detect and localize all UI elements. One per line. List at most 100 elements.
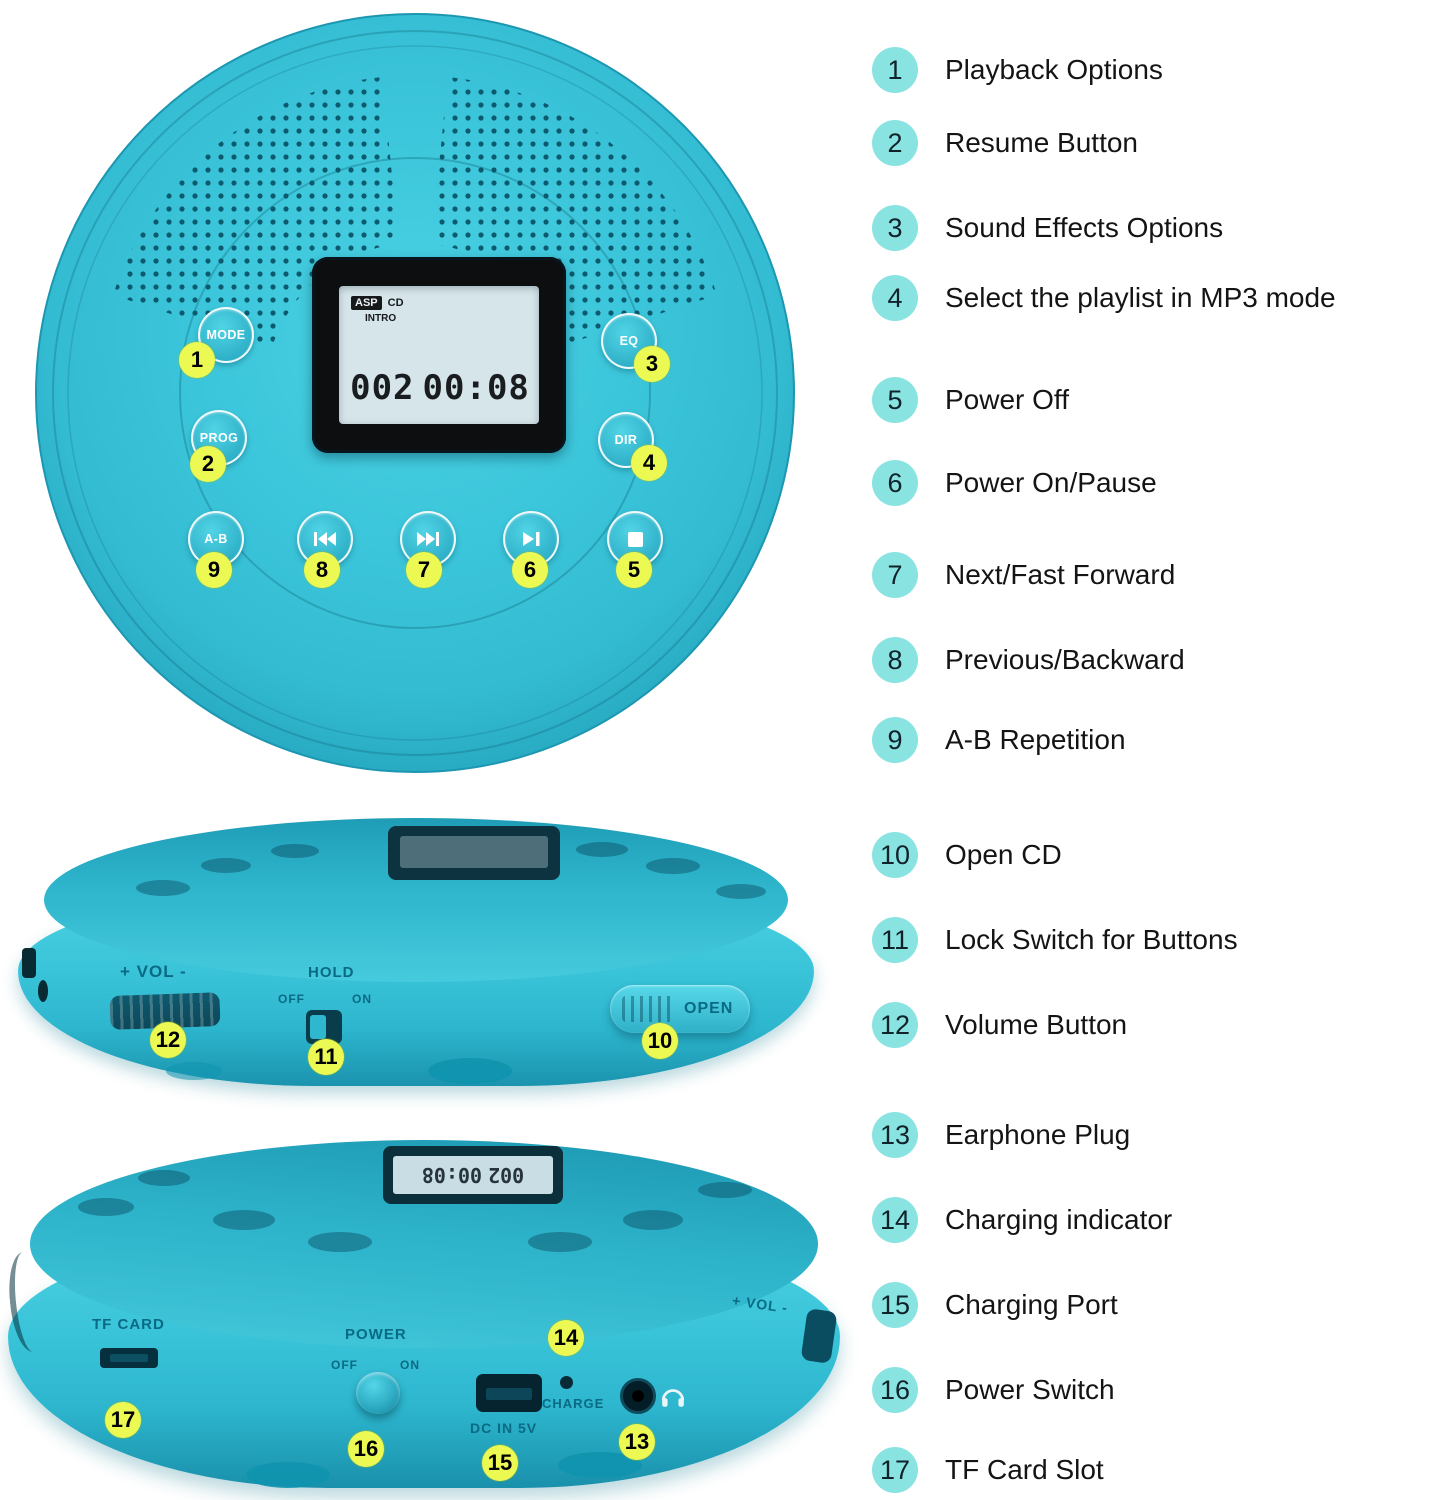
legend-number-badge: 3 (872, 205, 918, 251)
speaker-grille-right (431, 77, 717, 347)
hold-switch-knob (310, 1015, 326, 1039)
legend-item: 3 Sound Effects Options (872, 205, 1223, 251)
speaker-grille-left (113, 77, 399, 347)
blurred-button-oval (698, 1182, 752, 1198)
legend-item-label: Power On/Pause (945, 467, 1157, 498)
legend-item-label: Playback Options (945, 54, 1163, 85)
blurred-button-oval (201, 858, 251, 873)
intro-indicator: INTRO (365, 313, 397, 324)
callout-15: 15 (482, 1445, 518, 1481)
callout-10: 10 (642, 1023, 678, 1059)
blurred-button-oval (308, 1232, 372, 1252)
volume-label: + VOL - (120, 962, 187, 981)
elapsed-time: 00:08 (422, 368, 530, 408)
legend-item-label: Volume Button (945, 1009, 1128, 1040)
legend-item: 17 TF Card Slot (872, 1447, 1104, 1493)
legend-number-badge: 14 (872, 1197, 918, 1243)
callout-5: 5 (616, 552, 652, 588)
track-number-back: 002 (488, 1163, 525, 1187)
side-port (22, 948, 36, 978)
lcd-screen: ASP CD INTRO 002 00:08 (339, 286, 539, 424)
blurred-button-oval (528, 1232, 592, 1252)
legend-number-badge: 11 (872, 917, 918, 963)
legend-item-label: Power Switch (945, 1374, 1115, 1405)
legend-item: 11 Lock Switch for Buttons (872, 917, 1238, 963)
blurred-button-oval (213, 1210, 275, 1230)
power-switch-knob (356, 1372, 400, 1414)
display-seen-from-side (388, 826, 560, 880)
display-glass: 002 00:08 (393, 1156, 553, 1194)
blurred-button-oval (138, 1170, 190, 1186)
legend-item: 14 Charging indicator (872, 1197, 1172, 1243)
play-pause-icon (523, 532, 540, 546)
side-port (38, 980, 48, 1002)
tf-card-label: TF CARD (92, 1316, 165, 1333)
callout-17: 17 (105, 1402, 141, 1438)
usb-tongue (486, 1388, 532, 1400)
cd-indicator: CD (387, 297, 404, 309)
legend-number-badge: 17 (872, 1447, 918, 1493)
cd-player-top-view: ASP CD INTRO 002 00:08 MODE EQ PROG DIR … (33, 8, 797, 778)
legend-number-badge: 13 (872, 1112, 918, 1158)
callout-9: 9 (196, 552, 232, 588)
blurred-button-oval (78, 1198, 134, 1216)
asp-indicator: ASP (351, 296, 382, 310)
cd-player-side-view-top-controls: + VOL - HOLD OFF ON OPEN (16, 818, 816, 1094)
legend-item: 2 Resume Button (872, 120, 1138, 166)
legend-number-badge: 15 (872, 1282, 918, 1328)
legend-item: 10 Open CD (872, 832, 1062, 878)
legend-number-badge: 4 (872, 275, 918, 321)
dir-button: DIR (598, 412, 654, 468)
open-label: OPEN (684, 1000, 734, 1017)
legend-item-label: Sound Effects Options (945, 212, 1224, 243)
power-label: POWER (345, 1326, 407, 1343)
legend-item-label: TF Card Slot (945, 1454, 1104, 1485)
blurred-button-oval (646, 858, 700, 874)
callout-2: 2 (190, 446, 226, 482)
tf-card-slot (100, 1348, 158, 1368)
tf-card-slot-notch (110, 1354, 148, 1362)
legend-item: 16 Power Switch (872, 1367, 1115, 1413)
legend-number-badge: 10 (872, 832, 918, 878)
blurred-button-oval (623, 1210, 683, 1230)
callout-13: 13 (619, 1424, 655, 1460)
callout-3: 3 (634, 346, 670, 382)
blurred-button-oval (576, 842, 628, 857)
legend-item-label: A-B Repetition (945, 724, 1126, 755)
legend-item-label: Open CD (945, 839, 1062, 870)
legend-item-label: Lock Switch for Buttons (945, 924, 1238, 955)
blurred-button-oval (716, 884, 766, 899)
rubber-foot (166, 1062, 222, 1080)
callout-12: 12 (150, 1022, 186, 1058)
legend-item-label: Charging Port (945, 1289, 1118, 1320)
legend-number-badge: 16 (872, 1367, 918, 1413)
callout-1: 1 (179, 342, 215, 378)
blurred-button-oval (271, 844, 319, 858)
legend-number-badge: 2 (872, 120, 918, 166)
power-off-label: OFF (331, 1358, 358, 1372)
callout-8: 8 (304, 552, 340, 588)
legend-item-label: Charging indicator (945, 1204, 1173, 1235)
elapsed-time-back: 00:08 (421, 1163, 483, 1187)
legend-number-badge: 7 (872, 552, 918, 598)
callout-14: 14 (548, 1320, 584, 1356)
legend-item-label: Next/Fast Forward (945, 559, 1176, 590)
lcd-status-row: ASP CD (351, 296, 527, 310)
callout-4: 4 (631, 445, 667, 481)
hold-on-label: ON (352, 992, 372, 1006)
hold-lock-switch (306, 1010, 342, 1044)
stop-icon (627, 531, 643, 547)
eq-button-label: EQ (619, 334, 639, 348)
legend-item-label: Resume Button (945, 127, 1138, 158)
hold-off-label: OFF (278, 992, 305, 1006)
legend-item-label: Power Off (945, 384, 1069, 415)
legend-number-badge: 8 (872, 637, 918, 683)
callout-6: 6 (512, 552, 548, 588)
